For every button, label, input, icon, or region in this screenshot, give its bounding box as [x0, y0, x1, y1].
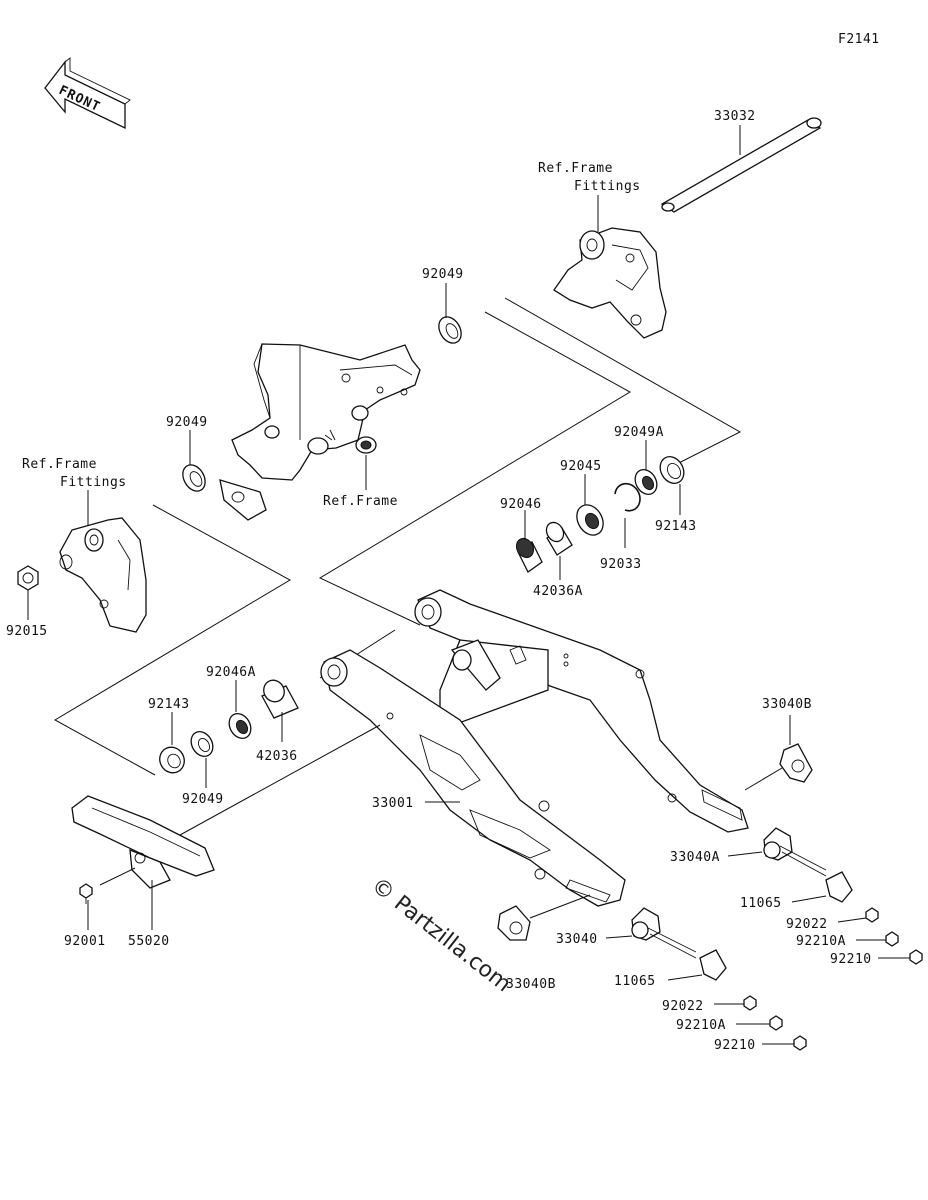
label-92001: 92001: [64, 934, 106, 949]
label-92022-bottom: 92022: [662, 999, 704, 1014]
swingarm-33001: [320, 589, 749, 907]
label-fittings-top: Fittings: [574, 179, 641, 194]
label-92049-left: 92049: [166, 415, 208, 430]
label-42036: 42036: [256, 749, 298, 764]
label-92049-bottom: 92049: [182, 792, 224, 807]
label-92210a-right: 92210A: [796, 934, 846, 949]
label-11065-bottom: 11065: [614, 974, 656, 989]
chain-adjuster-33040b-right: [779, 743, 813, 783]
frame-section: [219, 343, 421, 521]
chain-adjuster-33040b-bottom: [497, 905, 531, 941]
front-arrow-icon: FRONT: [44, 57, 131, 130]
label-33040b-bottom: 33040B: [506, 977, 556, 992]
label-42036a: 42036A: [533, 584, 583, 599]
label-33001: 33001: [372, 796, 414, 811]
chain-adjuster-33040a: [763, 827, 827, 877]
swingarm-pivot-axle: [660, 117, 822, 213]
label-ref-frame-top: Ref.Frame: [538, 161, 613, 176]
label-92049-top: 92049: [422, 267, 464, 282]
bracket-11065-right: [825, 871, 923, 965]
washer-92049-top: [438, 316, 462, 344]
label-55020: 55020: [128, 934, 170, 949]
label-92049a: 92049A: [614, 425, 664, 440]
label-33040: 33040: [556, 932, 598, 947]
label-92210-bottom: 92210: [714, 1038, 756, 1053]
diagram-id: F2141: [838, 32, 880, 47]
bolt-92001: [79, 883, 93, 904]
washer-92049-left: [182, 464, 206, 492]
label-33040a: 33040A: [670, 850, 720, 865]
label-fittings-left: Fittings: [60, 475, 127, 490]
label-33040b-right: 33040B: [762, 697, 812, 712]
label-33032: 33032: [714, 109, 756, 124]
label-92015: 92015: [6, 624, 48, 639]
label-ref-frame-left: Ref.Frame: [22, 457, 97, 472]
frame-fitting-left: [59, 517, 147, 633]
bearing-stack-right: [515, 456, 685, 573]
chain-guard-55020: [71, 795, 215, 889]
label-ref-frame-mid: Ref.Frame: [323, 494, 398, 509]
bearing-stack-left: [159, 679, 299, 774]
label-92210-right: 92210: [830, 952, 872, 967]
label-92143-left: 92143: [148, 697, 190, 712]
label-11065-right: 11065: [740, 896, 782, 911]
label-92046a: 92046A: [206, 665, 256, 680]
bracket-11065-bottom: [699, 949, 807, 1051]
label-92033: 92033: [600, 557, 642, 572]
frame-fitting-right: [553, 227, 667, 339]
chain-adjuster-33040: [631, 907, 697, 959]
label-92143-right: 92143: [655, 519, 697, 534]
label-92046: 92046: [500, 497, 542, 512]
label-92045: 92045: [560, 459, 602, 474]
label-92022-right: 92022: [786, 917, 828, 932]
label-92210a-bottom: 92210A: [676, 1018, 726, 1033]
nut-92015: [17, 565, 39, 591]
watermark: © Partzilla.com: [366, 873, 515, 997]
